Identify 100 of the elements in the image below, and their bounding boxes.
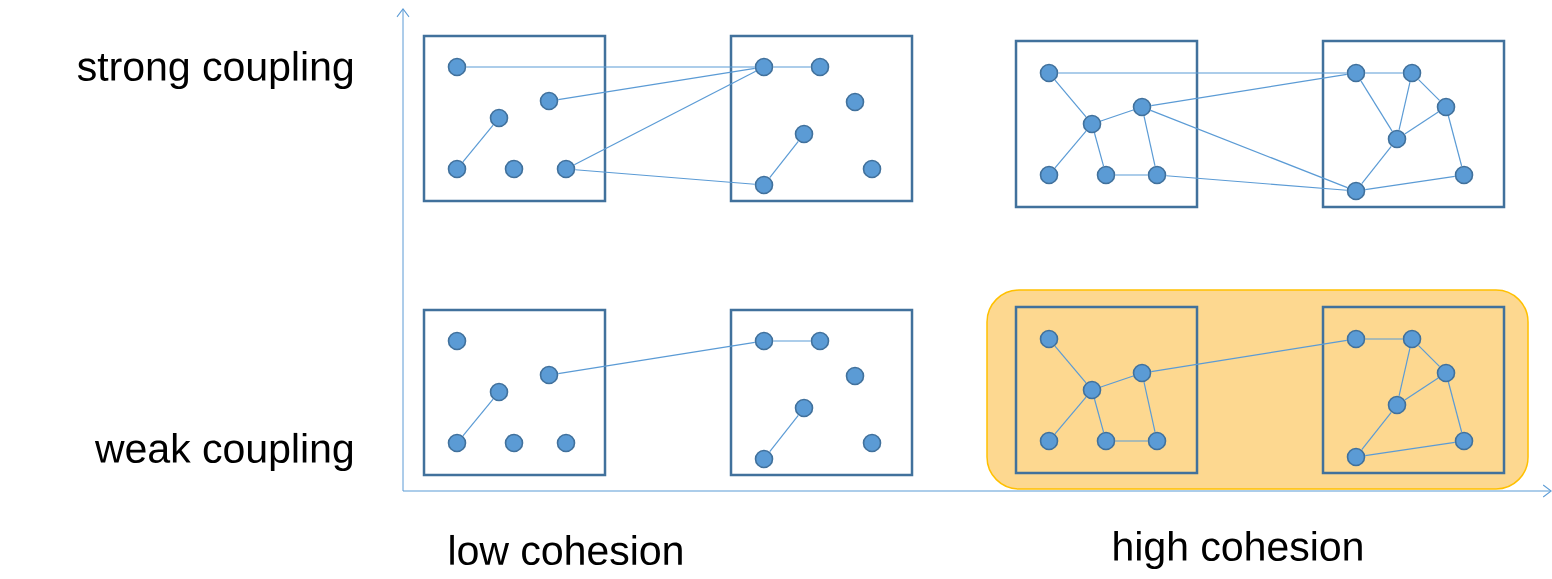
dot: [1096, 165, 1116, 185]
dot: [539, 91, 559, 111]
connector-line: [1418, 344, 1441, 368]
axis-label: high cohesion: [1114, 530, 1362, 570]
connector-line: [1100, 109, 1134, 122]
connector-line: [1150, 109, 1348, 189]
connector-line: [772, 66, 812, 68]
dot: [1436, 363, 1456, 383]
connector-line: [1404, 377, 1439, 401]
connector-line: [1398, 81, 1411, 131]
connector-line: [462, 124, 494, 163]
connector-line: [1093, 398, 1105, 433]
connector-line: [1114, 440, 1149, 442]
dot: [862, 433, 882, 453]
dot: [862, 159, 882, 179]
dot: [1346, 181, 1366, 201]
dot: [1346, 329, 1366, 349]
connector-line: [1100, 375, 1134, 388]
square-box: [729, 34, 914, 203]
connector-line: [1447, 381, 1463, 433]
dot: [556, 159, 576, 179]
connector-line: [557, 67, 756, 101]
connector-line: [1093, 132, 1105, 167]
connector-line: [573, 70, 757, 166]
square-box: [422, 34, 607, 203]
dot: [810, 57, 830, 77]
dot: [447, 433, 467, 453]
dot: [1039, 329, 1059, 349]
connector-line: [1054, 130, 1087, 169]
square-box: [1321, 305, 1506, 475]
highlight-band: [986, 289, 1529, 490]
dot: [1096, 431, 1116, 451]
dot: [845, 366, 865, 386]
dot: [794, 398, 814, 418]
dot: [1454, 431, 1474, 451]
connector-line: [1054, 79, 1087, 118]
connector-line: [1054, 396, 1087, 435]
connector-line: [1404, 111, 1439, 135]
square-box: [1321, 39, 1506, 209]
connector-line: [1057, 72, 1348, 74]
connector-line: [462, 398, 494, 437]
dot: [1454, 165, 1474, 185]
dot: [447, 331, 467, 351]
connector-line: [1361, 145, 1392, 185]
dot: [1387, 395, 1407, 415]
dot: [489, 382, 509, 402]
dot: [754, 331, 774, 351]
dot: [489, 108, 509, 128]
square-box: [1014, 39, 1199, 209]
dot: [447, 159, 467, 179]
connector-line: [465, 66, 756, 68]
dot: [1346, 63, 1366, 83]
dot: [1132, 97, 1152, 117]
connector-line: [557, 341, 756, 375]
dot: [556, 433, 576, 453]
axis-label: weak coupling: [94, 432, 353, 472]
connector-line: [1447, 115, 1463, 167]
axis-label: low cohesion: [450, 534, 682, 566]
square-box: [422, 308, 607, 477]
dot: [1436, 97, 1456, 117]
dot: [1147, 165, 1167, 185]
dot: [1147, 431, 1167, 451]
dot: [754, 449, 774, 469]
connector-line: [1361, 411, 1392, 451]
dot: [754, 57, 774, 77]
connector-line: [1364, 441, 1456, 457]
connector-line: [769, 414, 799, 453]
connector-line: [1165, 175, 1348, 191]
dot: [1402, 63, 1422, 83]
connector-line: [1150, 339, 1348, 373]
dot: [447, 57, 467, 77]
connector-line: [1114, 174, 1149, 176]
dot: [504, 159, 524, 179]
connector-line: [1398, 347, 1411, 397]
dot: [1346, 447, 1366, 467]
connector-line: [1364, 338, 1404, 340]
dot: [504, 433, 524, 453]
connector-line: [1150, 73, 1348, 107]
dot: [810, 331, 830, 351]
dot: [754, 175, 774, 195]
dot: [1082, 380, 1102, 400]
connector-line: [1364, 72, 1404, 74]
dot: [1387, 129, 1407, 149]
dot: [1039, 165, 1059, 185]
dot: [1039, 431, 1059, 451]
connector-line: [1418, 79, 1441, 102]
dot: [845, 92, 865, 112]
dot: [794, 124, 814, 144]
square-box: [729, 308, 914, 477]
dot: [539, 365, 559, 385]
connector-line: [1364, 175, 1456, 191]
axis-label: strong coupling: [77, 50, 353, 90]
square-box: [1014, 305, 1199, 475]
dot: [1132, 363, 1152, 383]
dot: [1082, 114, 1102, 134]
connector-line: [772, 340, 812, 342]
connector-line: [1054, 345, 1087, 384]
connector-line: [1143, 381, 1156, 433]
dot: [1402, 329, 1422, 349]
connector-line: [1143, 115, 1156, 167]
